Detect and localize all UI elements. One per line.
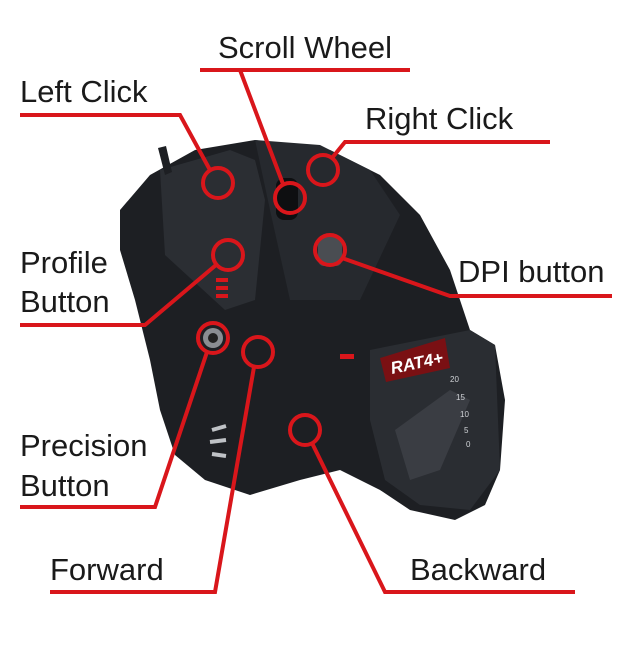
svg-text:10: 10 [460, 410, 469, 419]
backward-label: Backward [410, 552, 547, 587]
svg-text:20: 20 [450, 375, 459, 384]
left-click-callout [20, 113, 212, 171]
backward-callout [310, 442, 575, 594]
profile-button-callout [20, 263, 218, 327]
profile-button-label-line1: Profile [20, 245, 108, 280]
left-click-label: Left Click [20, 74, 148, 109]
svg-text:0: 0 [466, 440, 471, 449]
precision-button-label-line2: Button [20, 468, 110, 503]
profile-button-label-line2: Button [20, 284, 110, 319]
svg-text:5: 5 [464, 426, 469, 435]
dpi-scale: 20 15 10 5 0 [450, 375, 471, 449]
dpi-button-label: DPI button [458, 254, 605, 289]
callout-lines [20, 68, 612, 594]
right-click-label: Right Click [365, 101, 514, 136]
dpi-button-callout [341, 256, 612, 298]
svg-text:15: 15 [456, 393, 465, 402]
forward-callout [50, 366, 256, 594]
precision-button-label-line1: Precision [20, 428, 148, 463]
precision-button-callout [20, 351, 209, 509]
scroll-wheel-label: Scroll Wheel [218, 30, 392, 65]
right-click-callout [330, 140, 550, 160]
scroll-wheel-callout [200, 68, 410, 185]
forward-label: Forward [50, 552, 164, 587]
